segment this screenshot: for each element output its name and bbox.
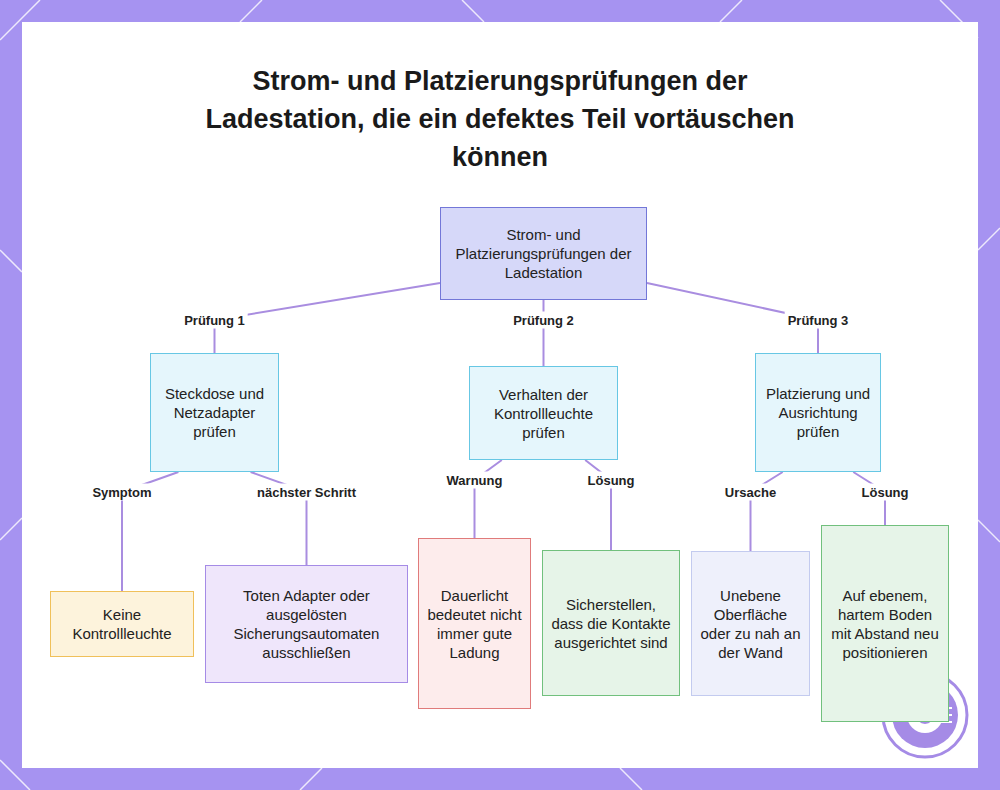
edge-label: Prüfung 2 [510,312,577,329]
node-text: Verhalten der Kontrollleuchte prüfen [476,385,611,442]
node-text: Steckdose und Netzadapter prüfen [157,384,272,441]
warning-box: Dauerlicht bedeutet nicht immer gute Lad… [418,538,531,709]
check-box: Steckdose und Netzadapter prüfen [150,353,279,472]
connector-line [543,300,545,366]
root-box: Strom- und Platzierungsprüfungen der Lad… [440,207,647,300]
check-box: Verhalten der Kontrollleuchte prüfen [469,366,618,460]
node-text: Unebene Oberfläche oder zu nah an der Wa… [698,586,803,662]
node-text: Toten Adapter oder ausgelösten Sicherung… [212,586,401,662]
node-text: Sicherstellen, dass die Kontakte ausgeri… [549,595,673,652]
symptom-box: Keine Kontrollleuchte [50,591,194,657]
solution-box: Sicherstellen, dass die Kontakte ausgeri… [542,550,680,696]
node-text: Dauerlicht bedeutet nicht immer gute Lad… [425,586,524,662]
edge-label: Symptom [89,484,154,501]
edge-label: Lösung [585,472,638,489]
diagram-title: Strom- und Platzierungsprüfungen der Lad… [200,62,800,176]
edge-label: Lösung [859,484,912,501]
node-text: Strom- und Platzierungsprüfungen der Lad… [447,225,640,282]
edge-label: Prüfung 3 [785,312,852,329]
edge-label: Prüfung 1 [181,312,248,329]
cause-box: Unebene Oberfläche oder zu nah an der Wa… [691,551,810,696]
step-box: Toten Adapter oder ausgelösten Sicherung… [205,565,408,683]
node-text: Auf ebenem, hartem Boden mit Abstand neu… [828,586,942,662]
node-text: Keine Kontrollleuchte [57,605,187,643]
solution-box: Auf ebenem, hartem Boden mit Abstand neu… [821,525,949,722]
edge-label: nächster Schritt [254,484,359,501]
edge-label: Warnung [444,472,506,489]
edge-label: Ursache [722,484,779,501]
connector-line [215,283,441,353]
check-box: Platzierung und Ausrichtung prüfen [755,353,881,472]
node-text: Platzierung und Ausrichtung prüfen [762,384,874,441]
